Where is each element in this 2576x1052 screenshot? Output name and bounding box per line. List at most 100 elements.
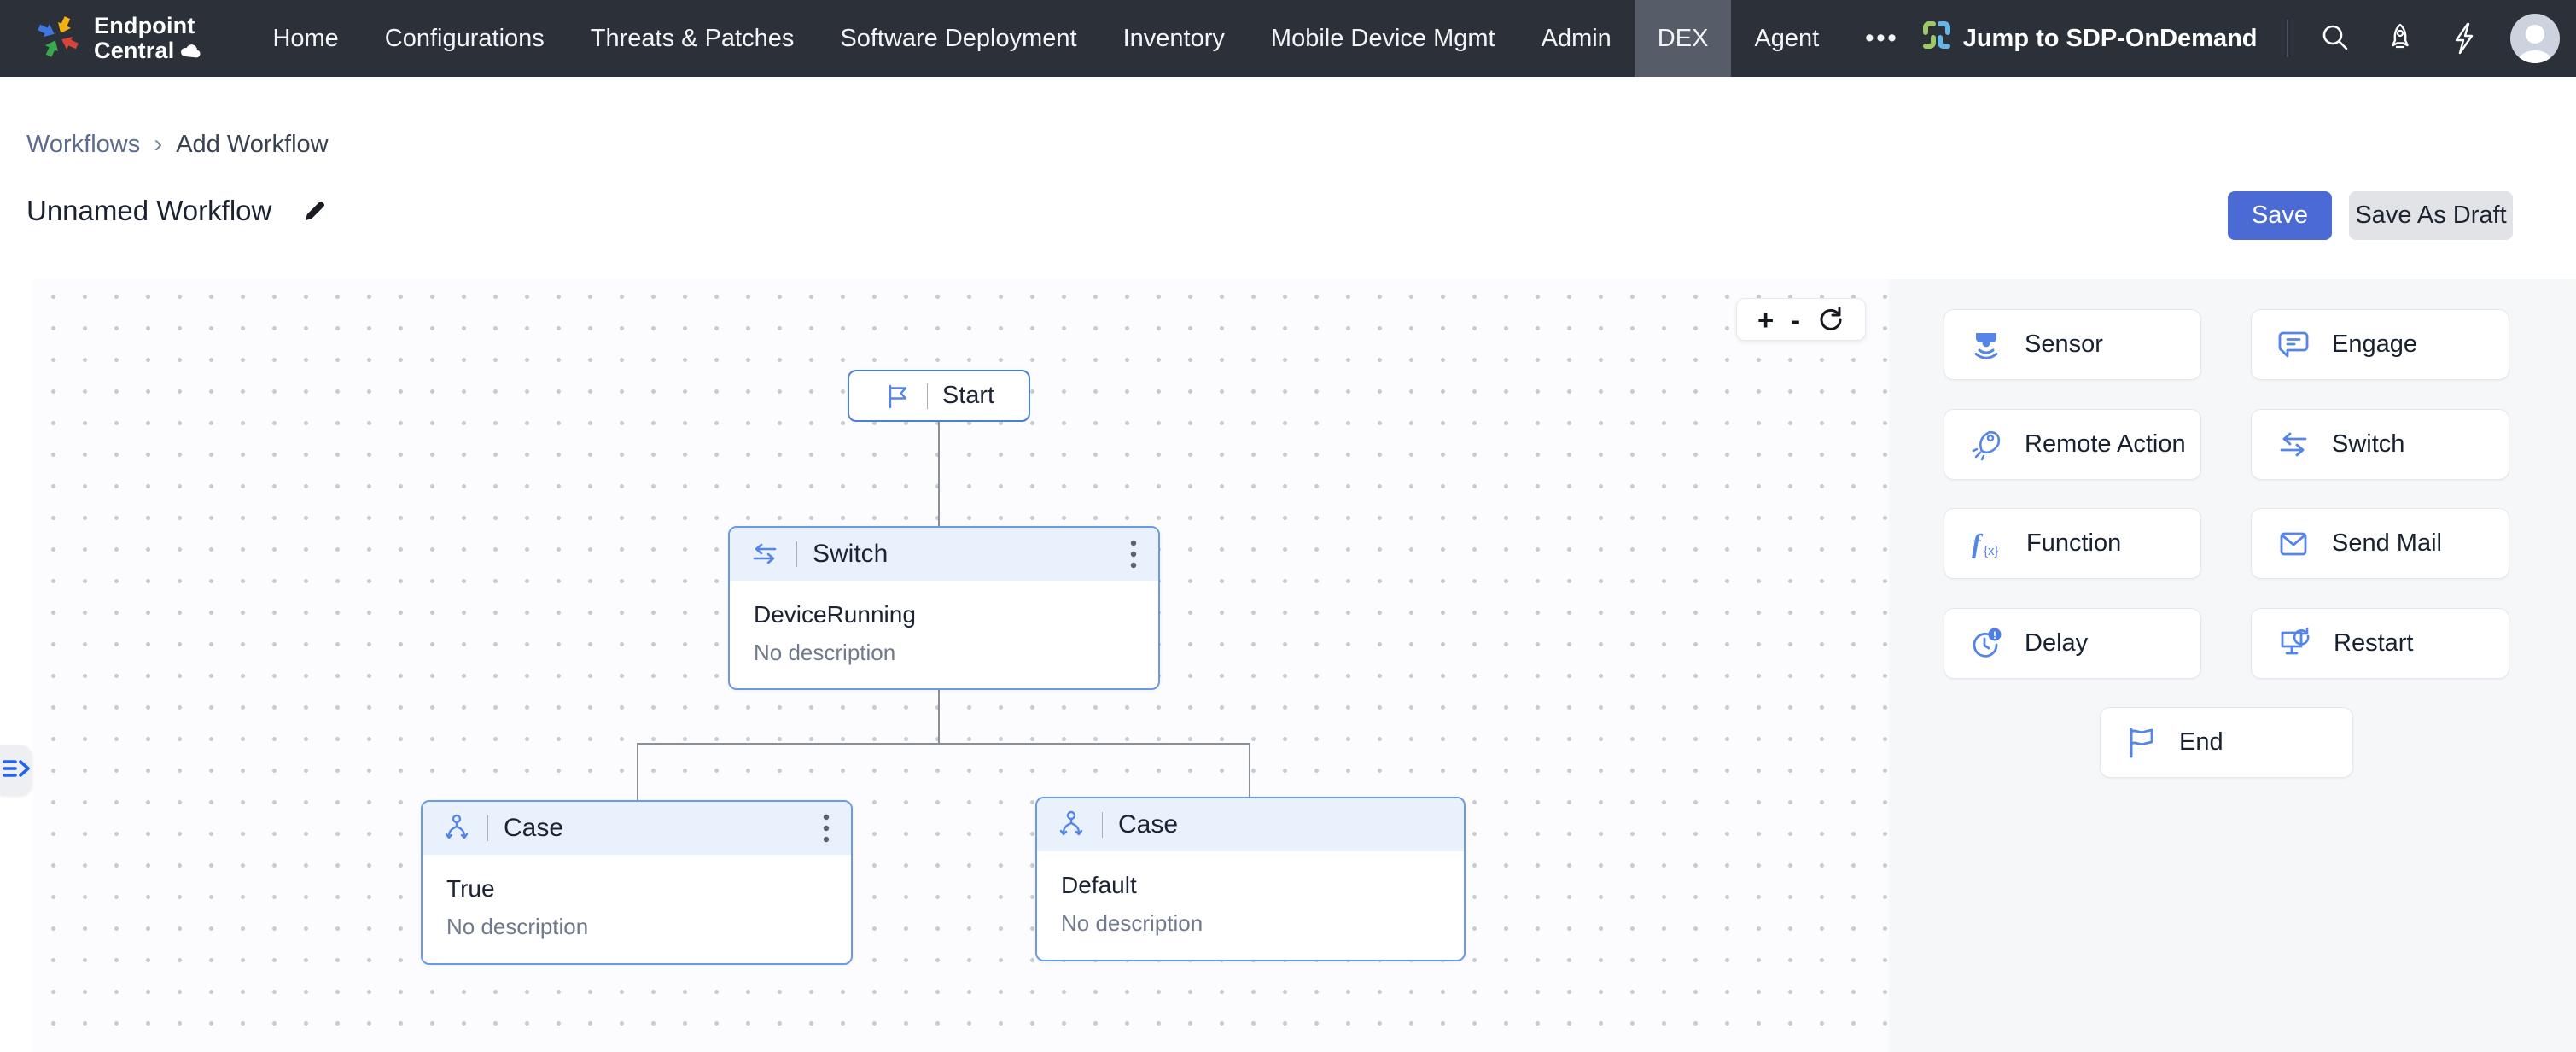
case-true-description: No description bbox=[446, 914, 589, 939]
palette-label: Remote Action bbox=[2025, 430, 2186, 458]
breadcrumb-workflows-link[interactable]: Workflows bbox=[26, 130, 141, 158]
case-true-name: True bbox=[446, 875, 495, 902]
node-case-true[interactable]: Case True No description bbox=[421, 800, 853, 965]
reset-view-refresh-icon[interactable] bbox=[1817, 306, 1845, 333]
case-default-title: Case bbox=[1118, 810, 1179, 839]
restart-icon bbox=[2276, 626, 2313, 662]
edge-branch-horizontal bbox=[637, 743, 1250, 745]
zoom-out-button[interactable]: - bbox=[1791, 303, 1801, 336]
send-mail-icon bbox=[2276, 526, 2311, 562]
palette-item-restart[interactable]: Restart bbox=[2251, 608, 2509, 679]
sensor-icon bbox=[1968, 327, 2004, 363]
palette-item-end[interactable]: End bbox=[2100, 707, 2353, 778]
nav-item-software-deployment[interactable]: Software Deployment bbox=[840, 24, 1077, 52]
search-icon[interactable] bbox=[2317, 20, 2353, 56]
workflow-canvas[interactable]: + - Start Switch bbox=[32, 279, 1889, 1052]
case-true-title: Case bbox=[504, 814, 564, 842]
svg-text:!: ! bbox=[1993, 629, 1996, 641]
breadcrumb-separator: › bbox=[154, 130, 163, 158]
switch-icon bbox=[749, 541, 781, 568]
delay-icon: ! bbox=[1968, 626, 2004, 662]
case-default-body: Default No description bbox=[1037, 851, 1464, 937]
switch-node-description: No description bbox=[754, 640, 896, 665]
brand-logo[interactable]: Endpoint Central bbox=[34, 13, 201, 65]
navbar-right-cluster: Jump to SDP-OnDemand bbox=[1922, 14, 2576, 63]
edge-switch-down bbox=[938, 690, 940, 743]
start-divider bbox=[926, 383, 928, 409]
switch-node-name: DeviceRunning bbox=[754, 601, 916, 628]
engage-icon bbox=[2276, 327, 2311, 363]
main-nav: Home Configurations Threats & Patches So… bbox=[249, 0, 1921, 77]
case-true-header: Case bbox=[423, 802, 851, 855]
nav-item-dex[interactable]: DEX bbox=[1634, 0, 1732, 77]
case-branch-icon bbox=[1056, 809, 1087, 840]
edge-to-case-default bbox=[1249, 745, 1250, 797]
sdp-ondemand-icon bbox=[1922, 20, 1951, 57]
whats-new-rocket-icon[interactable] bbox=[2382, 20, 2418, 56]
nav-item-configurations[interactable]: Configurations bbox=[384, 24, 545, 52]
case-default-header: Case bbox=[1037, 798, 1464, 851]
palette-item-send-mail[interactable]: Send Mail bbox=[2251, 508, 2509, 579]
nav-item-agent[interactable]: Agent bbox=[1754, 24, 1820, 52]
save-as-draft-button[interactable]: Save As Draft bbox=[2349, 191, 2513, 240]
node-case-default[interactable]: Case Default No description bbox=[1035, 797, 1466, 961]
start-label: Start bbox=[941, 382, 995, 409]
page-title: Unnamed Workflow bbox=[26, 195, 272, 226]
edge-start-to-switch bbox=[938, 422, 940, 526]
quick-actions-bolt-icon[interactable] bbox=[2447, 20, 2481, 56]
expand-side-panel-tab[interactable] bbox=[0, 745, 32, 796]
palette-item-engage[interactable]: Engage bbox=[2251, 309, 2509, 380]
palette-label: Sensor bbox=[2025, 330, 2103, 358]
case-true-kebab-menu-icon[interactable] bbox=[820, 810, 832, 846]
zoom-in-button[interactable]: + bbox=[1757, 303, 1775, 336]
edit-title-pencil-icon[interactable] bbox=[300, 196, 329, 225]
nav-item-mobile-device-mgmt[interactable]: Mobile Device Mgmt bbox=[1270, 24, 1495, 52]
navbar-divider bbox=[2286, 20, 2288, 57]
jump-to-sdp-link[interactable]: Jump to SDP-OnDemand bbox=[1922, 20, 2258, 57]
breadcrumb-current: Add Workflow bbox=[176, 130, 329, 158]
case-branch-icon bbox=[441, 813, 472, 844]
case-true-body: True No description bbox=[423, 855, 851, 940]
save-button[interactable]: Save bbox=[2228, 191, 2332, 240]
cloud-icon bbox=[179, 38, 201, 63]
remote-action-icon bbox=[1968, 427, 2004, 463]
user-avatar[interactable] bbox=[2509, 14, 2560, 63]
case-default-name: Default bbox=[1061, 872, 1137, 898]
palette-label: Switch bbox=[2332, 430, 2405, 458]
switch-kebab-menu-icon[interactable] bbox=[1128, 536, 1139, 572]
panel-expand-icon bbox=[2, 755, 31, 786]
palette-label: Restart bbox=[2334, 629, 2414, 657]
switch-node-body: DeviceRunning No description bbox=[730, 581, 1158, 666]
case-default-divider bbox=[1102, 812, 1103, 838]
function-icon: f {x} bbox=[1968, 526, 2006, 562]
end-icon bbox=[2124, 725, 2159, 761]
canvas-zoom-toolbar: + - bbox=[1736, 298, 1866, 341]
svg-text:f: f bbox=[1972, 528, 1984, 558]
nav-item-home[interactable]: Home bbox=[272, 24, 339, 52]
nav-overflow-menu[interactable]: ••• bbox=[1865, 24, 1899, 52]
case-true-divider bbox=[487, 815, 488, 841]
start-flag-icon bbox=[883, 382, 912, 411]
case-default-description: No description bbox=[1061, 910, 1203, 936]
nav-item-admin[interactable]: Admin bbox=[1541, 24, 1611, 52]
page-title-row: Unnamed Workflow bbox=[26, 195, 329, 227]
palette-label: Send Mail bbox=[2332, 529, 2442, 557]
node-start[interactable]: Start bbox=[848, 370, 1030, 422]
breadcrumb: Workflows › Add Workflow bbox=[26, 130, 329, 159]
endpoint-central-logo-icon bbox=[34, 13, 82, 65]
palette-item-sensor[interactable]: Sensor bbox=[1944, 309, 2201, 380]
palette-item-remote-action[interactable]: Remote Action bbox=[1944, 409, 2201, 480]
palette-item-switch[interactable]: Switch bbox=[2251, 409, 2509, 480]
switch-header-divider bbox=[796, 541, 797, 567]
palette-label: Engage bbox=[2332, 330, 2417, 358]
node-switch[interactable]: Switch DeviceRunning No description bbox=[728, 526, 1160, 690]
nav-item-threats-patches[interactable]: Threats & Patches bbox=[590, 24, 795, 52]
edge-to-case-true bbox=[637, 745, 638, 800]
palette-item-function[interactable]: f {x} Function bbox=[1944, 508, 2201, 579]
palette-item-delay[interactable]: ! Delay bbox=[1944, 608, 2201, 679]
nav-item-inventory[interactable]: Inventory bbox=[1122, 24, 1225, 52]
switch-icon bbox=[2276, 430, 2311, 460]
node-palette-panel: Sensor Engage Remote Action Swit bbox=[1889, 279, 2576, 1052]
brand-name: Endpoint Central bbox=[94, 14, 201, 63]
palette-label: Function bbox=[2026, 529, 2122, 557]
